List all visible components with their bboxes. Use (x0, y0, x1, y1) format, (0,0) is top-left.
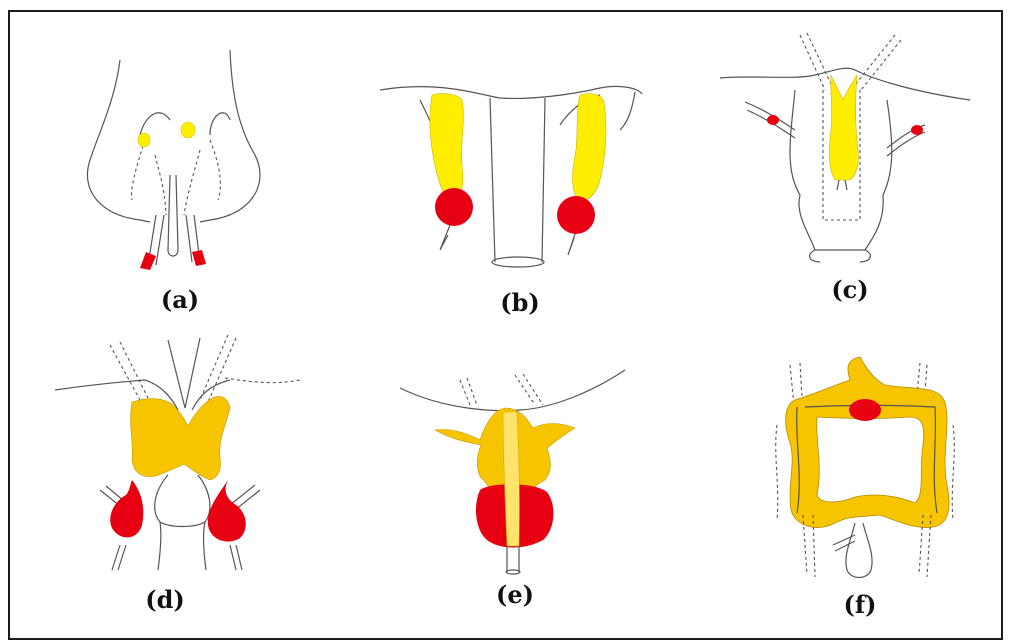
testis-left (110, 480, 143, 537)
red-tip-right (911, 125, 923, 135)
panel-a-label: (a) (150, 285, 210, 314)
panel-a: (a) (60, 40, 310, 320)
red-tip-right (192, 250, 206, 266)
panel-f: (f) (755, 345, 975, 630)
panel-d-label: (d) (135, 585, 195, 614)
testis-right (557, 196, 595, 234)
testis-right (208, 480, 246, 542)
gland-gold (131, 396, 230, 480)
testis (849, 399, 881, 421)
red-tip-left (140, 252, 156, 270)
red-tip-left (767, 115, 779, 125)
gland-center (829, 75, 858, 180)
gland-right (573, 94, 607, 201)
gland-right (181, 122, 195, 138)
panel-c: (c) (715, 30, 985, 320)
panel-a-drawing (60, 40, 310, 320)
testis-left (435, 188, 473, 226)
panel-c-label: (c) (820, 275, 880, 304)
panel-b-label: (b) (490, 288, 550, 317)
gland-left (430, 94, 463, 200)
gland-ring (786, 357, 949, 528)
panel-b: (b) (370, 70, 660, 340)
panel-f-drawing (755, 345, 975, 630)
panel-e-label: (e) (485, 580, 545, 609)
gland-left (138, 133, 150, 147)
panel-d: (d) (50, 330, 330, 630)
panel-e: (e) (395, 350, 645, 630)
panel-f-label: (f) (830, 590, 890, 619)
